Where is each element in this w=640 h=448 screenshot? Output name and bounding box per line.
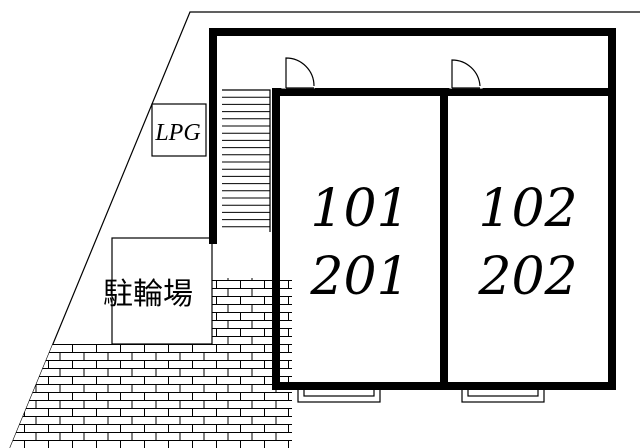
unit-102-label: 102 — [478, 179, 577, 239]
lpg-area — [151, 103, 207, 157]
stair-frame — [222, 89, 271, 232]
bicycle-parking-label: 駐輪場 — [103, 277, 193, 312]
door-left — [281, 57, 315, 89]
staircase — [222, 89, 271, 232]
unit-202-label: 202 — [477, 247, 577, 307]
building-walls — [209, 28, 616, 390]
unit-101-label: 101 — [310, 179, 409, 239]
site-boundary — [9, 11, 640, 448]
lpg-label: LPG — [154, 120, 200, 146]
door-right — [449, 59, 483, 89]
bicycle-parking-area — [111, 237, 213, 345]
brick-paving — [10, 278, 292, 448]
unit-201-label: 201 — [309, 247, 409, 307]
